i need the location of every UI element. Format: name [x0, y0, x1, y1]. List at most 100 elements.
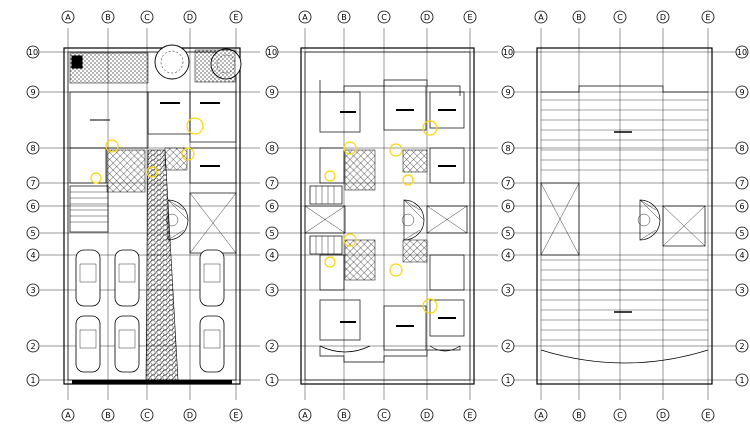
svg-text:B: B [105, 411, 111, 420]
grid-bubble-col-b: B [337, 10, 351, 24]
svg-text:10: 10 [503, 48, 513, 57]
svg-text:4: 4 [505, 251, 510, 260]
svg-text:B: B [105, 13, 111, 22]
grid-bubble-row-7: 7 [735, 176, 749, 190]
svg-text:7: 7 [505, 179, 510, 188]
grid-bubble-col-e: E [701, 10, 715, 24]
grid-bubble-col-e: E [229, 10, 243, 24]
svg-text:2: 2 [30, 342, 35, 351]
svg-text:E: E [705, 13, 710, 22]
grid-bubble-col-c: C [140, 408, 154, 422]
svg-text:4: 4 [30, 251, 35, 260]
grid-bubble-col-c: C [613, 10, 627, 24]
svg-text:4: 4 [269, 251, 274, 260]
svg-text:A: A [538, 411, 544, 420]
svg-text:A: A [538, 13, 544, 22]
grid-bubble-row-1: 1 [735, 373, 749, 387]
svg-text:1: 1 [30, 376, 35, 385]
staircase [69, 185, 109, 233]
grid-bubble-row-3: 3 [735, 283, 749, 297]
svg-text:9: 9 [505, 88, 510, 97]
svg-text:E: E [467, 411, 472, 420]
grid-bubble-col-e: E [463, 10, 477, 24]
svg-text:5: 5 [269, 229, 274, 238]
grid-bubble-row-1: 1 [265, 373, 279, 387]
grid-bubble-row-10: 10 [265, 45, 279, 59]
grid-bubble-row-3: 3 [26, 283, 40, 297]
svg-text:D: D [187, 13, 193, 22]
grid-bubble-col-a: A [534, 10, 548, 24]
grid-bubble-col-b: B [101, 10, 115, 24]
svg-text:3: 3 [505, 286, 510, 295]
svg-text:B: B [341, 411, 347, 420]
grid-bubble-col-e: E [463, 408, 477, 422]
roof-plan [514, 28, 736, 400]
grid-bubble-row-7: 7 [265, 176, 279, 190]
grid-bubble-col-c: C [377, 408, 391, 422]
svg-text:D: D [187, 411, 193, 420]
svg-text:2: 2 [739, 342, 744, 351]
svg-text:6: 6 [30, 202, 35, 211]
grid-bubble-col-e: E [229, 408, 243, 422]
grid-bubble-col-a: A [298, 408, 312, 422]
svg-text:D: D [660, 13, 666, 22]
grid-bubble-row-5: 5 [501, 226, 515, 240]
svg-text:C: C [617, 13, 623, 22]
grid-bubble-col-b: B [572, 408, 586, 422]
grid-bubble-row-5: 5 [265, 226, 279, 240]
svg-text:8: 8 [30, 144, 35, 153]
svg-text:D: D [424, 411, 430, 420]
svg-text:1: 1 [739, 376, 744, 385]
svg-text:B: B [341, 13, 347, 22]
svg-text:C: C [144, 13, 150, 22]
svg-text:C: C [381, 13, 387, 22]
tree-icon [154, 44, 190, 80]
grid-bubble-row-1: 1 [501, 373, 515, 387]
svg-text:10: 10 [28, 48, 38, 57]
svg-text:E: E [467, 13, 472, 22]
grid-bubble-row-10: 10 [735, 45, 749, 59]
svg-text:2: 2 [269, 342, 274, 351]
svg-text:E: E [233, 411, 238, 420]
grid-bubble-row-2: 2 [501, 339, 515, 353]
grid-bubble-row-4: 4 [735, 248, 749, 262]
svg-text:6: 6 [739, 202, 744, 211]
grid-bubble-row-9: 9 [265, 85, 279, 99]
garden-paving [69, 52, 149, 84]
grid-bubble-col-a: A [61, 408, 75, 422]
svg-text:D: D [660, 411, 666, 420]
grid-bubble-col-c: C [613, 408, 627, 422]
svg-text:7: 7 [269, 179, 274, 188]
svg-text:4: 4 [739, 251, 744, 260]
grid-bubble-row-4: 4 [501, 248, 515, 262]
svg-text:5: 5 [30, 229, 35, 238]
grid-bubble-row-6: 6 [735, 199, 749, 213]
svg-text:9: 9 [30, 88, 35, 97]
grid-bubble-col-a: A [298, 10, 312, 24]
grid-bubble-row-2: 2 [26, 339, 40, 353]
svg-text:6: 6 [269, 202, 274, 211]
grid-bubble-row-5: 5 [26, 226, 40, 240]
grid-bubble-row-9: 9 [26, 85, 40, 99]
svg-text:C: C [381, 411, 387, 420]
svg-text:1: 1 [505, 376, 510, 385]
ground-floor-plan [40, 28, 260, 400]
grid-bubble-row-3: 3 [501, 283, 515, 297]
svg-text:5: 5 [505, 229, 510, 238]
grid-bubble-col-b: B [101, 408, 115, 422]
svg-text:A: A [65, 13, 71, 22]
grid-bubble-row-9: 9 [735, 85, 749, 99]
grid-bubble-row-6: 6 [265, 199, 279, 213]
svg-text:9: 9 [739, 88, 744, 97]
grid-bubble-row-10: 10 [501, 45, 515, 59]
svg-text:A: A [65, 411, 71, 420]
pebble-walkway [145, 149, 179, 381]
grid-bubble-row-8: 8 [735, 141, 749, 155]
grid-bubble-col-d: D [656, 10, 670, 24]
grid-bubble-col-a: A [61, 10, 75, 24]
grid-bubble-row-2: 2 [265, 339, 279, 353]
grid-bubble-col-b: B [337, 408, 351, 422]
grid-bubble-row-5: 5 [735, 226, 749, 240]
svg-text:7: 7 [739, 179, 744, 188]
grid-bubble-row-9: 9 [501, 85, 515, 99]
